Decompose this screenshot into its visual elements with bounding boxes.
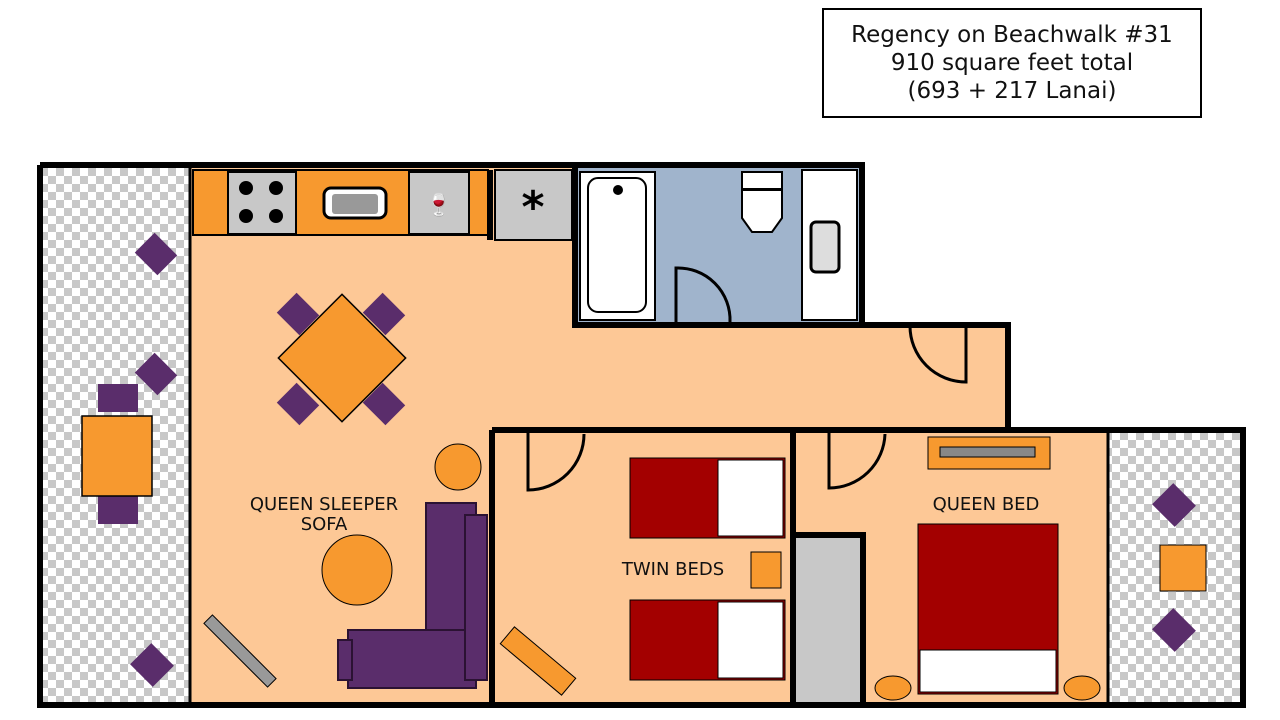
- refrigerator-icon: *: [494, 169, 573, 241]
- title-box: Regency on Beachwalk #31 910 square feet…: [822, 8, 1202, 118]
- label-twin-beds: TWIN BEDS: [621, 559, 724, 580]
- svg-text:*: *: [521, 182, 544, 233]
- sink-icon: [322, 186, 388, 220]
- label-sofa-1: QUEEN SLEEPER: [250, 494, 398, 515]
- tv-living: [203, 614, 277, 688]
- label-sofa-2: SOFA: [301, 514, 348, 535]
- toilet-icon: [741, 171, 783, 233]
- side-table: [434, 443, 482, 491]
- bathroom-sink-icon: [801, 169, 858, 321]
- living-floor: [190, 165, 1108, 705]
- hallway-door[interactable]: [908, 325, 968, 384]
- label-queen-bed: QUEEN BED: [933, 494, 1040, 515]
- bathroom-door[interactable]: [674, 266, 732, 323]
- closet: [795, 535, 863, 705]
- walls: [37, 162, 1246, 708]
- queen-bed: [917, 523, 1059, 695]
- sleeper-sofa: [337, 502, 488, 689]
- title-line-3: (693 + 217 Lanai): [907, 78, 1117, 104]
- bathtub-icon: [579, 171, 656, 321]
- dining-table: [134, 232, 407, 426]
- lanai-table-left: [81, 384, 174, 687]
- twin-bed-1: [629, 457, 786, 539]
- twin-bedroom-door[interactable]: [526, 433, 586, 492]
- title-line-2: 910 square feet total: [890, 50, 1134, 76]
- nightstand: [750, 551, 782, 589]
- dishwasher-icon: 🍷: [408, 171, 470, 235]
- queen-bedroom-door[interactable]: [827, 433, 887, 490]
- lanai-table-right: [1152, 483, 1207, 652]
- nightstand-left: [874, 675, 912, 701]
- svg-text:🍷: 🍷: [425, 192, 452, 218]
- coffee-table: [321, 534, 393, 606]
- nightstand-right: [1063, 675, 1101, 701]
- twin-bed-2: [629, 599, 786, 681]
- tv-twin: [499, 626, 577, 696]
- stove-icon: [227, 171, 297, 235]
- title-line-1: Regency on Beachwalk #31: [851, 22, 1173, 48]
